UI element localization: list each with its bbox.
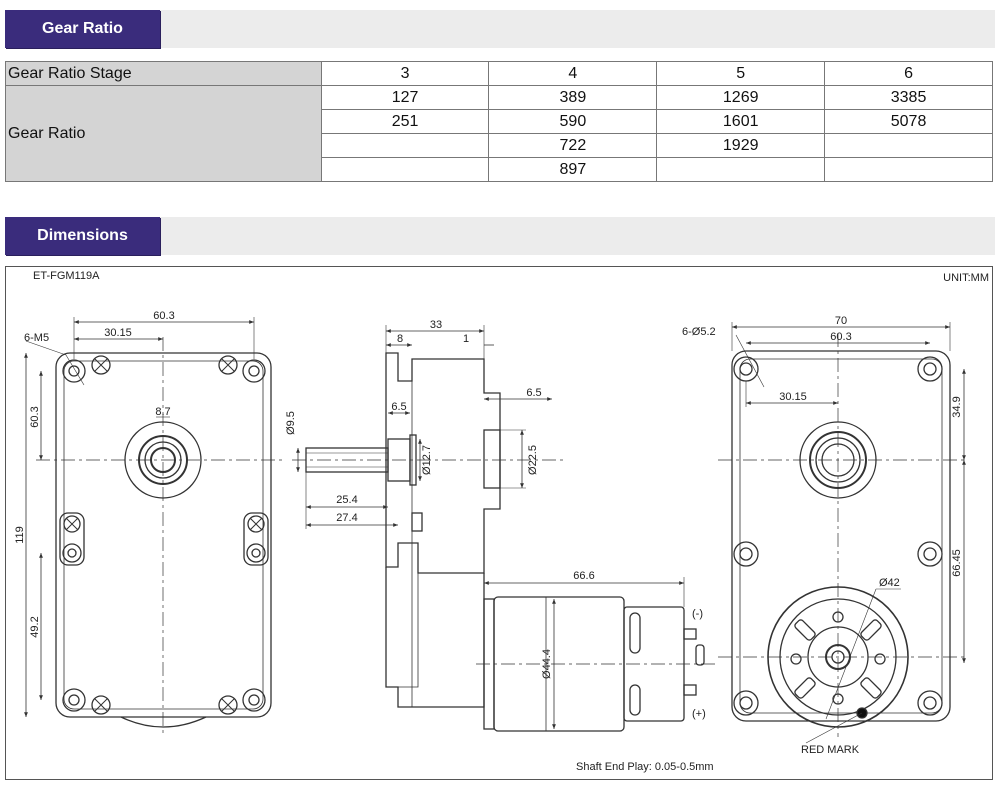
front-width-dim: 60.3	[153, 310, 174, 322]
front-hole-note: 6-M5	[24, 332, 49, 344]
front-spacing-dim: 30.15	[104, 327, 132, 339]
ratio-cell	[824, 133, 993, 158]
stage-label-cell: Gear Ratio Stage	[5, 61, 322, 86]
rear-hole-note: 6-Ø5.2	[682, 326, 716, 338]
table-row: 897	[6, 157, 993, 182]
table-row: 722 1929	[6, 133, 993, 158]
drawing-svg: ET-FGM119A UNIT:MM	[14, 270, 989, 773]
stage-cell: 3	[320, 61, 490, 86]
ratio-cell: 1929	[656, 133, 826, 158]
front-upper-height-dim: 60.3	[29, 406, 41, 427]
ratio-cell: 3385	[824, 85, 993, 110]
side-motor-len-dim: 66.6	[573, 570, 594, 582]
dimensions-header-bar: Dimensions	[5, 217, 995, 255]
ratio-label-cell: Gear Ratio	[5, 85, 322, 182]
rear-motor-dia-dim: Ø42	[879, 577, 900, 589]
front-view	[24, 317, 286, 737]
dimensions-title: Dimensions	[5, 217, 160, 255]
side-rear-step-dim: 6.5	[526, 387, 541, 399]
side-shaft-dia-dim: Ø9.5	[285, 411, 297, 435]
ratio-cell: 127	[320, 85, 490, 110]
ratio-cell	[824, 157, 993, 182]
red-mark-label: RED MARK	[801, 744, 860, 756]
model-label: ET-FGM119A	[33, 270, 100, 282]
gear-ratio-table: Gear Ratio Stage 3 4 5 6 Gear Ratio 127 …	[5, 61, 993, 182]
side-view	[292, 325, 716, 732]
front-overall-height-dim: 119	[14, 526, 26, 544]
stage-cell: 4	[488, 61, 658, 86]
unit-label: UNIT:MM	[943, 272, 989, 284]
ratio-cell	[320, 157, 490, 182]
ratio-cell	[320, 133, 490, 158]
ratio-cell: 722	[488, 133, 658, 158]
stage-cell: 5	[656, 61, 826, 86]
ratio-cell: 389	[488, 85, 658, 110]
rear-lower-height-dim: 66.45	[951, 549, 963, 577]
ratio-cell: 897	[488, 157, 658, 182]
side-shaft-len1-dim: 25.4	[336, 494, 357, 506]
side-rear-dia-dim: Ø22.5	[527, 445, 539, 475]
ratio-cell	[656, 157, 826, 182]
rear-spacing-dim: 60.3	[830, 331, 851, 343]
front-lower-height-dim: 49.2	[29, 616, 41, 637]
side-flange-right-dim: 1	[463, 333, 469, 345]
side-flange-left-dim: 8	[397, 333, 403, 345]
side-shaft-len2-dim: 27.4	[336, 512, 357, 524]
side-depth-dim: 33	[430, 319, 442, 331]
shaft-end-play-note: Shaft End Play: 0.05-0.5mm	[576, 761, 714, 773]
gear-ratio-title: Gear Ratio	[5, 10, 160, 48]
gear-ratio-header-bar: Gear Ratio	[5, 10, 995, 48]
ratio-cell: 5078	[824, 109, 993, 134]
dimension-drawing: ET-FGM119A UNIT:MM	[5, 266, 993, 780]
stage-cell: 6	[824, 61, 993, 86]
rear-top-height-dim: 34.9	[951, 396, 963, 417]
ratio-cell: 1269	[656, 85, 826, 110]
side-boss-dia-dim: Ø12.7	[421, 445, 433, 475]
terminal-pos-label: (+)	[692, 708, 706, 720]
rear-view	[718, 322, 966, 744]
rear-half-spacing-dim: 30.15	[779, 391, 807, 403]
ratio-cell: 251	[320, 109, 490, 134]
rear-width-dim: 70	[835, 315, 847, 327]
table-row: Gear Ratio 127 389 1269 3385	[5, 85, 993, 182]
ratio-cell: 1601	[656, 109, 826, 134]
ratio-cell: 590	[488, 109, 658, 134]
table-row: 251 590 1601 5078	[6, 109, 993, 134]
side-step-dim: 6.5	[391, 401, 406, 413]
front-boss-dim: 8.7	[155, 406, 170, 418]
table-row: Gear Ratio Stage 3 4 5 6	[5, 61, 993, 86]
side-motor-dia-dim: Ø44.4	[541, 649, 553, 679]
terminal-neg-label: (-)	[692, 608, 703, 620]
